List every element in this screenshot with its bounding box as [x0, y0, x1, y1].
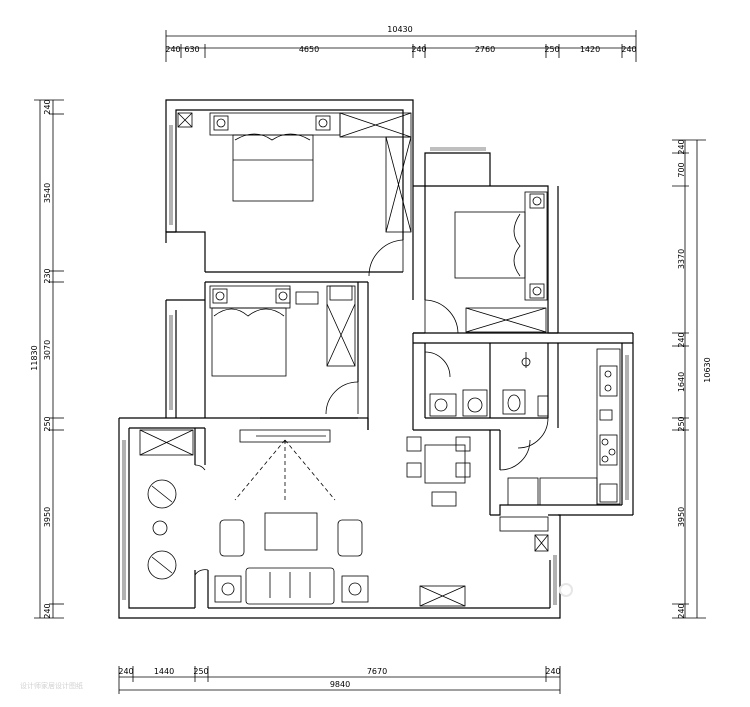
- wardrobe: [339, 112, 412, 138]
- right-dim-label: 250: [677, 416, 686, 431]
- bedroom-3-furniture: [209, 285, 356, 377]
- top-dim-label: 4650: [299, 45, 319, 54]
- top-dim-label: 240: [165, 45, 180, 54]
- top-dim-label: 250: [544, 45, 559, 54]
- fridge: [599, 483, 618, 503]
- wardrobe: [465, 307, 547, 333]
- top-dim-label: 240: [411, 45, 426, 54]
- bottom-dim-label: 1440: [154, 667, 174, 676]
- bottom-dim-label: 240: [118, 667, 133, 676]
- bottom-dim-label: 7670: [367, 667, 387, 676]
- top-dim-label: 2760: [475, 45, 495, 54]
- bed: [232, 134, 314, 202]
- side-table: [152, 520, 168, 536]
- right-dim-label: 700: [677, 162, 686, 177]
- left-dim-label: 230: [43, 268, 52, 283]
- sofa: [245, 567, 335, 605]
- left-dim-label: 240: [43, 603, 52, 618]
- left-dim-label: 250: [43, 416, 52, 431]
- bottom-dim-label: 240: [545, 667, 560, 676]
- armchair: [337, 519, 363, 557]
- bedroom-1-furniture: [177, 112, 412, 233]
- dining-table: [424, 444, 466, 484]
- top-dimension-lines: [165, 30, 637, 62]
- left-dim-label: 3070: [43, 340, 52, 360]
- dining-furniture: [406, 436, 471, 507]
- bottom-dimension-lines: [118, 666, 561, 694]
- toilet: [502, 389, 526, 415]
- counter: [539, 477, 598, 506]
- left-dim-label: 3540: [43, 183, 52, 203]
- bottom-dim-label: 250: [193, 667, 208, 676]
- lounge-chair: [147, 550, 177, 580]
- walls: [118, 99, 634, 619]
- right-segment-labels: 240 700 3370 240 1640 250 3950 240: [677, 139, 686, 618]
- desk: [295, 291, 319, 305]
- lounge-chair: [147, 479, 177, 509]
- top-dim-label: 630: [184, 45, 199, 54]
- vanity: [462, 389, 488, 417]
- right-dim-label: 240: [677, 139, 686, 154]
- left-dim-label: 240: [43, 99, 52, 114]
- bed: [454, 211, 526, 279]
- living-room-furniture: [139, 429, 549, 607]
- top-segment-labels: 240 630 4650 240 2760 250 1420 240: [165, 45, 636, 54]
- right-dim-label: 240: [677, 603, 686, 618]
- shoe-cabinet: [499, 516, 549, 532]
- cabinet: [419, 585, 466, 607]
- watermark-text: 设计师家居设计图纸: [20, 681, 83, 690]
- wardrobe: [385, 136, 412, 233]
- bed: [211, 307, 287, 377]
- sink: [599, 365, 618, 397]
- bottom-segment-labels: 240 1440 250 7670 240: [118, 667, 560, 676]
- bathroom-fixtures: [429, 352, 549, 417]
- right-total-dimension: 10630: [703, 357, 712, 382]
- windows: [122, 125, 629, 605]
- armchair: [219, 519, 245, 557]
- bottom-total-dimension: 9840: [330, 680, 350, 689]
- bedroom-2-furniture: [454, 191, 548, 333]
- bookshelf: [326, 285, 356, 367]
- left-segment-labels: 240 3540 230 3070 250 3950 240: [43, 99, 52, 618]
- counter: [596, 348, 621, 505]
- left-dimension-lines: [34, 99, 64, 619]
- coffee-table: [264, 512, 318, 551]
- top-dim-label: 1420: [580, 45, 600, 54]
- right-dim-label: 3950: [677, 507, 686, 527]
- left-total-dimension: 11830: [30, 345, 39, 370]
- stove: [599, 434, 618, 466]
- right-dim-label: 240: [677, 332, 686, 347]
- watermark-logo: [559, 583, 573, 597]
- right-dim-label: 1640: [677, 372, 686, 392]
- right-dimension-lines: [672, 139, 706, 619]
- washing-machine: [429, 393, 457, 417]
- right-dim-label: 3370: [677, 249, 686, 269]
- doors: [194, 239, 549, 576]
- top-dim-label: 240: [621, 45, 636, 54]
- kitchen-fixtures: [507, 348, 621, 506]
- top-total-dimension: 10430: [387, 25, 412, 34]
- cabinet: [139, 429, 194, 456]
- left-dim-label: 3950: [43, 507, 52, 527]
